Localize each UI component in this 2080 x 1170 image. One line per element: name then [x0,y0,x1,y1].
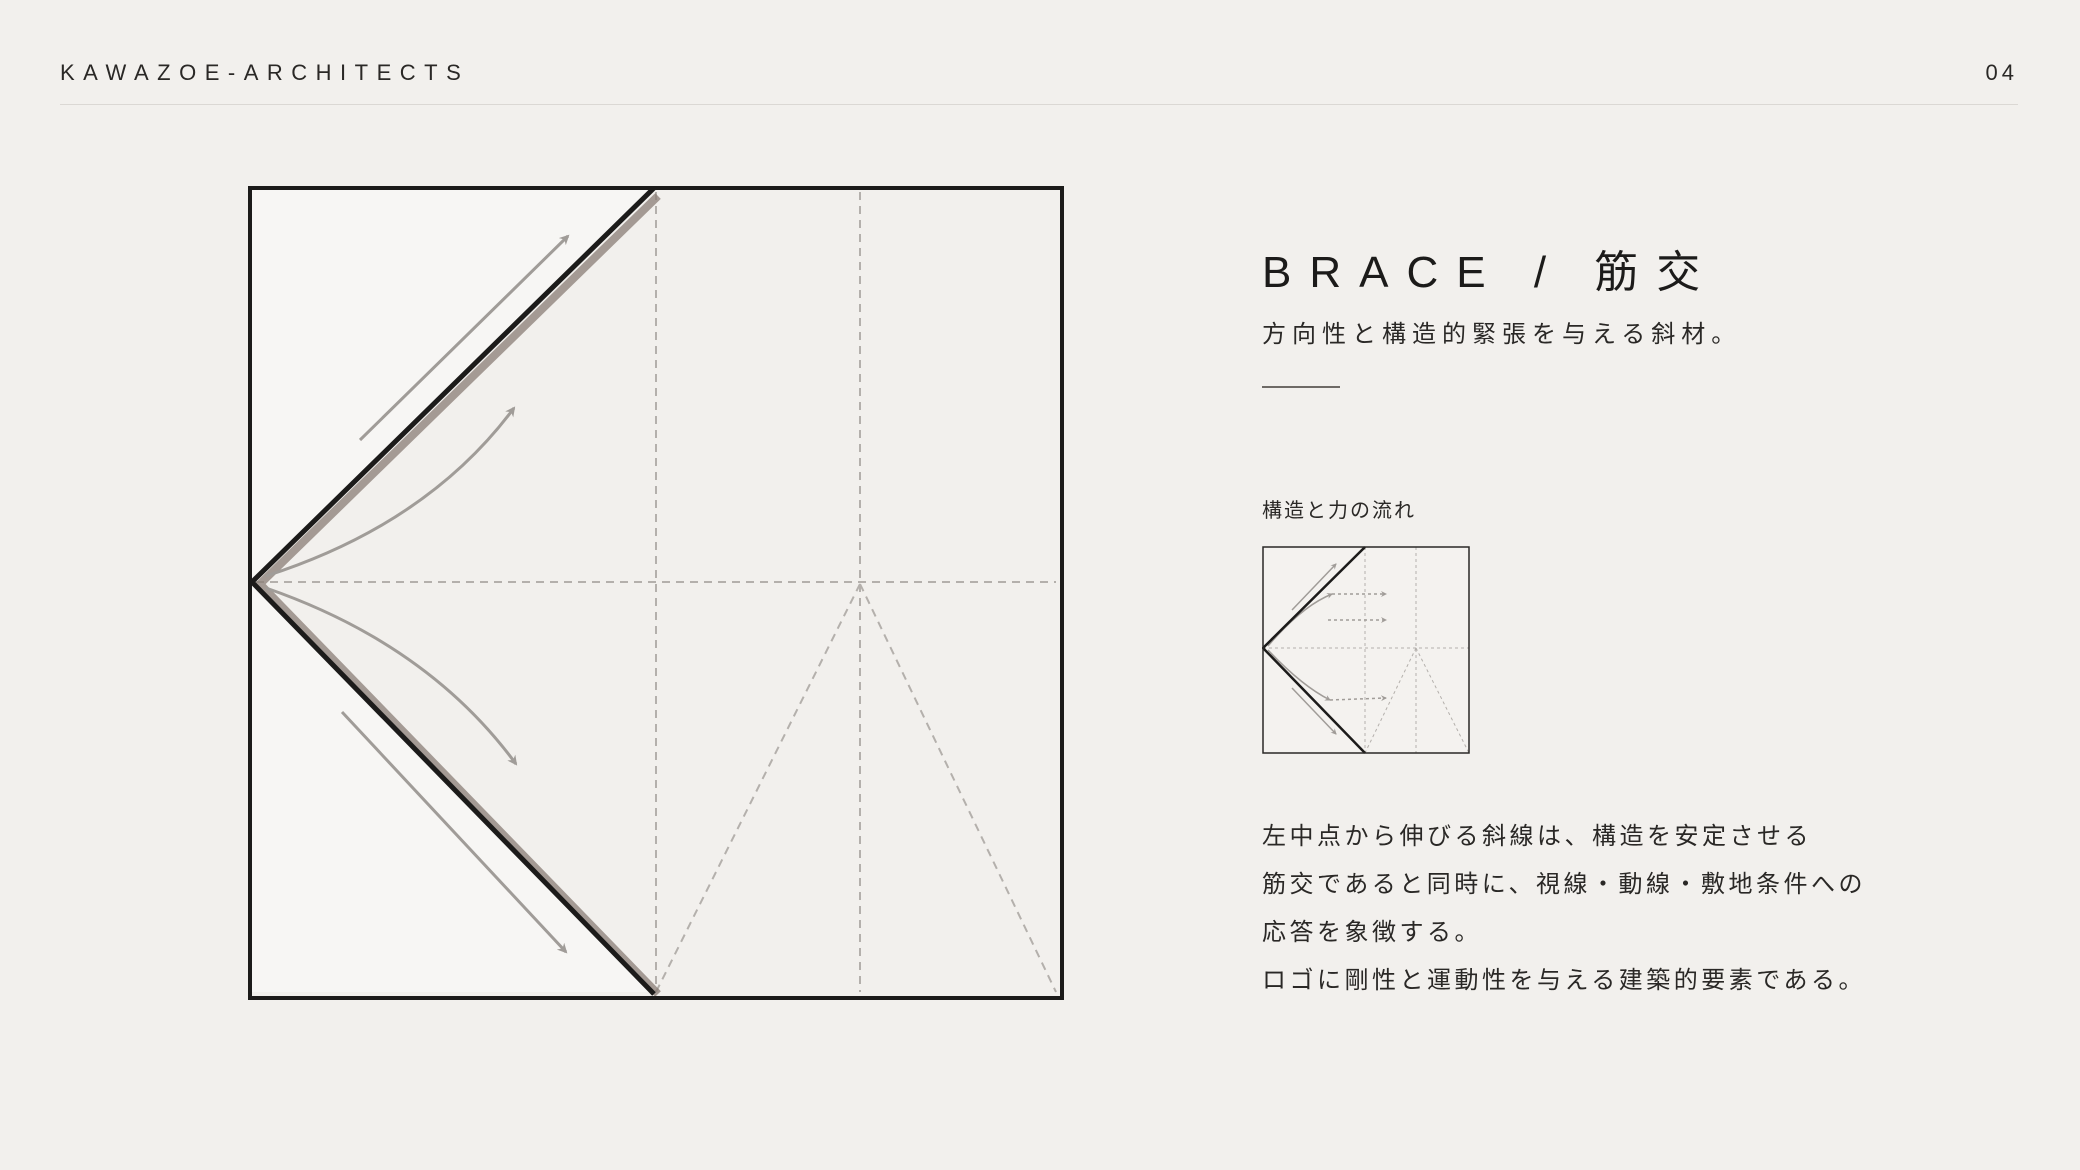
header-divider [60,104,2018,105]
mini-force-arrows [1267,563,1387,735]
description-line: 応答を象徴する。 [1262,918,1482,946]
description: 左中点から伸びる斜線は、構造を安定させる 筋交であると同時に、視線・動線・敷地条… [1262,812,1866,1004]
dashed-grid [256,192,1057,993]
force-arrows [265,234,570,954]
force-flow-diagram [1262,546,1470,754]
brace-diagram [248,186,1064,1000]
description-line: ロゴに剛性と運動性を与える建築的要素である。 [1262,966,1867,994]
arrow-icon-lower-straight [340,710,568,954]
mini-background [1263,547,1469,753]
page-number: 04 [1985,60,2018,85]
accent-divider [1262,386,1340,388]
outer-frame [248,186,1064,1000]
description-line: 左中点から伸びる斜線は、構造を安定させる [1262,822,1812,850]
mini-dashed-grid [1263,547,1470,754]
dashed-diagonal-right [859,583,1057,993]
dashed-diagonal-left [655,583,861,993]
arrow-icon-upper-straight [358,234,570,442]
arrow-icon-lower-curve [265,586,518,766]
arrow-icon-upper-curve [265,406,516,578]
brand-logo-text: KAWAZOE-ARCHITECTS [60,60,470,85]
mini-diagram-label: 構造と力の流れ [1262,498,1416,522]
page-title: BRACE / 筋交 [1262,248,1719,297]
brace-shadow [254,193,661,997]
description-line: 筋交であると同時に、視線・動線・敷地条件への [1262,870,1867,898]
page-subtitle: 方向性と構造的緊張を与える斜材。 [1262,320,1742,348]
mini-frame [1262,546,1470,754]
